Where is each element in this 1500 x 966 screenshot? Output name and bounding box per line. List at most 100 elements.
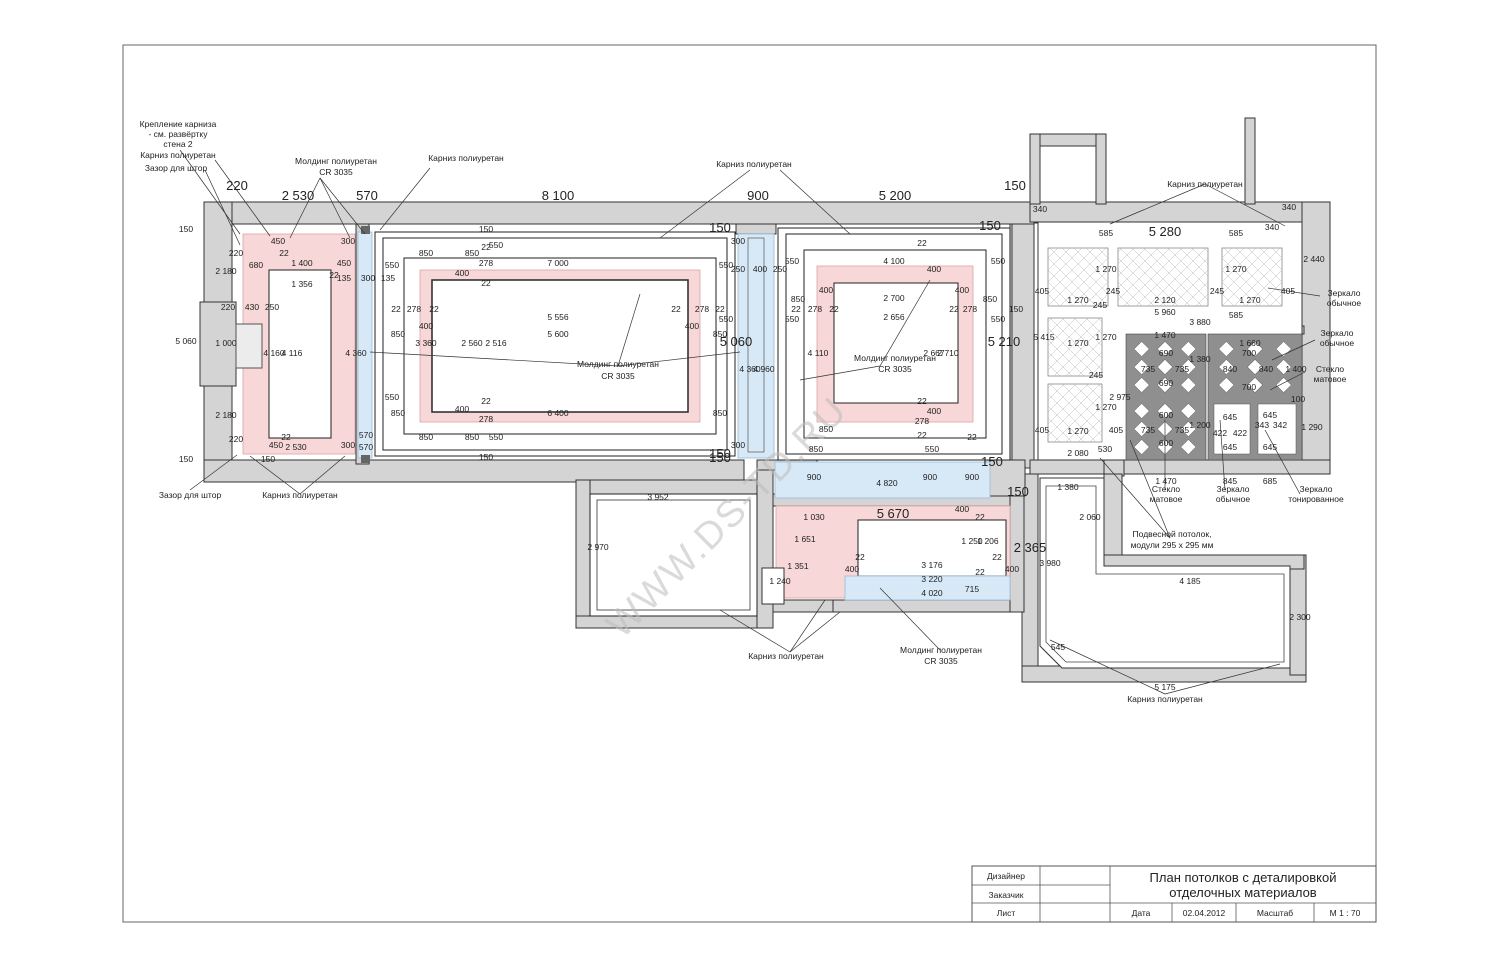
tile-hatch [1077,417,1103,443]
dim-d-850d: 850 [819,424,833,434]
dim-r-5280: 5 280 [1149,224,1182,239]
dim-d-150b: 150 [1009,304,1023,314]
wall-balcony-b [1244,117,1256,205]
dim-c-4360: 4 360 [739,364,761,374]
dim-r-735b: 735 [1175,364,1189,374]
dim-d-550d: 550 [991,314,1005,324]
dim-d-22e: 22 [917,396,927,406]
mosaic-diamond [1180,439,1197,455]
dim-d-400a: 400 [927,264,941,274]
dim-top-5200: 5 200 [879,188,912,203]
dim-r-405d: 405 [1109,425,1123,435]
dim-k-3220: 3 220 [921,574,943,584]
dim-k-1030: 1 030 [803,512,825,522]
tile-hatch [1047,363,1061,377]
tile-hatch [1053,393,1103,443]
mosaic-diamond [1133,377,1150,393]
wall-right-edge [1301,201,1331,475]
dim-r-2080: 2 080 [1067,448,1089,458]
dim-c-400c: 400 [685,321,699,331]
dim-a-150c: 150 [261,454,275,464]
mosaic-diamonds [1133,341,1297,455]
tile-hatch [1073,317,1103,347]
note-molding-right-1: Молдинг полиуретан [854,353,936,363]
dim-r-1470a: 1 470 [1154,330,1176,340]
dim-top-570: 570 [356,188,378,203]
dim-h-900b: 900 [923,472,937,482]
dim-a-250: 250 [265,302,279,312]
tb-date-value: 02.04.2012 [1183,908,1226,918]
dim-r-685: 685 [1263,476,1277,486]
dim-c-278d: 278 [479,414,493,424]
note-mirror-4a: Зеркало [1299,484,1332,494]
tile-hatch [1047,247,1107,307]
tile-hatch [1047,247,1083,283]
center-strip-line [747,237,765,453]
dim-k-400a: 400 [955,504,969,514]
title-block: Дизайнер Заказчик Лист План потолков с д… [971,865,1377,923]
dim-c-250a: 250 [731,264,745,274]
tile-hatch [1047,383,1065,401]
dim-c-3360: 3 360 [415,338,437,348]
tile-hatch [1077,351,1103,377]
tile-hatch [1049,383,1103,437]
tile-hatch [1117,293,1131,307]
bm-room [589,493,758,617]
dim-r-245a: 245 [1106,286,1120,296]
dim-d-22f: 22 [917,430,927,440]
tile-hatch [1073,383,1103,413]
tb-title-line2: отделочных материалов [1169,885,1317,900]
bm-room-inner [596,499,751,611]
mosaic-diamond [1157,403,1173,419]
dim-r-840b: 840 [1259,364,1273,374]
dim-c-850e: 850 [713,408,727,418]
dim-a-570b: 570 [359,442,373,452]
tile-hatch [1047,393,1097,443]
dim-k-400c: 400 [1005,564,1019,574]
dim-c-7000: 7 000 [547,258,569,268]
mosaic-diamond [1247,377,1263,393]
leaders [179,149,1321,695]
tile-hatch [1061,383,1103,425]
dim-k-715: 715 [965,584,979,594]
note-cornice-left: Карниз полиуретан [140,150,216,160]
tile-hatch [1195,293,1209,307]
bath-mosaic [1125,333,1303,461]
dim-a-220b: 220 [221,302,235,312]
tile-hatch [1235,247,1283,295]
tile-hatch [1065,405,1103,443]
dim-d-22g: 22 [967,432,977,442]
mosaic-diamond [1157,359,1173,375]
dim-b-545: 545 [1051,642,1065,652]
center-panel-border [431,279,689,413]
tile-hatch [1221,247,1257,283]
dim-a-22b: 22 [329,270,339,280]
dim-a-300a: 300 [341,236,355,246]
wall-bottom-left [203,459,745,483]
tile-hatch [1047,383,1089,425]
dim-r-422a: 422 [1213,428,1227,438]
dim-d-850a: 850 [791,294,805,304]
dim-r-405a: 405 [1035,286,1049,296]
note-molding-bottom-2: CR 3035 [924,656,958,666]
note-cornice-top-a: Карниз полиуретан [428,153,504,163]
tile-hatch [1159,257,1209,307]
note-molding-mid-2: CR 3035 [601,371,635,381]
tile-hatch [1223,247,1283,307]
dim-r-735c: 735 [1141,425,1155,435]
dim-d-5210: 5 210 [988,334,1021,349]
tile-hatch [1143,247,1203,307]
note-cornice-top-c: Карниз полиуретан [1167,179,1243,189]
dim-r-645c: 645 [1263,410,1277,420]
tile-hatch [1073,247,1109,283]
tile-hatch [1147,247,1207,307]
note-curtain-gap-bottom: Зазор для штор [159,490,222,500]
dim-a-300b: 300 [341,440,355,450]
mirror-tile [1047,317,1103,377]
tb-title-line1: План потолков с деталировкой [1150,870,1337,885]
dim-c-22f: 22 [715,304,725,314]
partition-cap-top [361,226,370,234]
dim-d-150a: 150 [979,218,1001,233]
dim-r-735d: 735 [1175,425,1189,435]
dim-r-585a: 585 [1099,228,1113,238]
